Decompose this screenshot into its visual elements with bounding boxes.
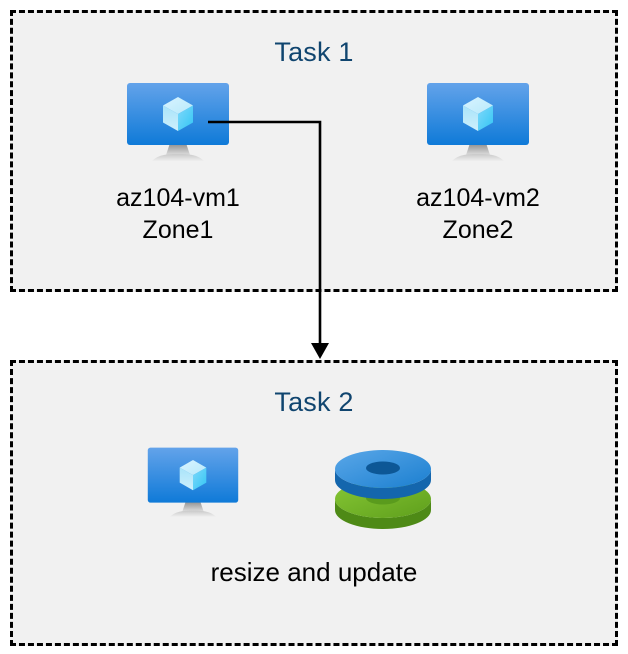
task-1-container: Task 1	[10, 10, 618, 292]
node-az104-vm1[interactable]: az104-vm1 Zone1	[43, 81, 313, 246]
node-label-az104-vm2: az104-vm2 Zone2	[416, 184, 540, 244]
task-2-title: Task 2	[274, 387, 354, 417]
node-managed-disks[interactable]	[288, 447, 478, 534]
node-az104-vm2[interactable]: az104-vm2 Zone2	[343, 81, 613, 246]
arrowhead-icon	[311, 343, 329, 359]
azure-virtual-machine-icon	[146, 445, 240, 523]
task-1-title: Task 1	[274, 37, 354, 67]
azure-managed-disks-icon	[333, 447, 433, 529]
task-2-container: Task 2	[10, 360, 618, 646]
node-virtual-machine-resize[interactable]	[98, 445, 288, 528]
azure-virtual-machine-icon	[125, 81, 231, 167]
azure-virtual-machine-icon	[425, 81, 531, 167]
task-2-caption: resize and update	[210, 557, 418, 587]
node-label-az104-vm1: az104-vm1 Zone1	[116, 184, 240, 244]
